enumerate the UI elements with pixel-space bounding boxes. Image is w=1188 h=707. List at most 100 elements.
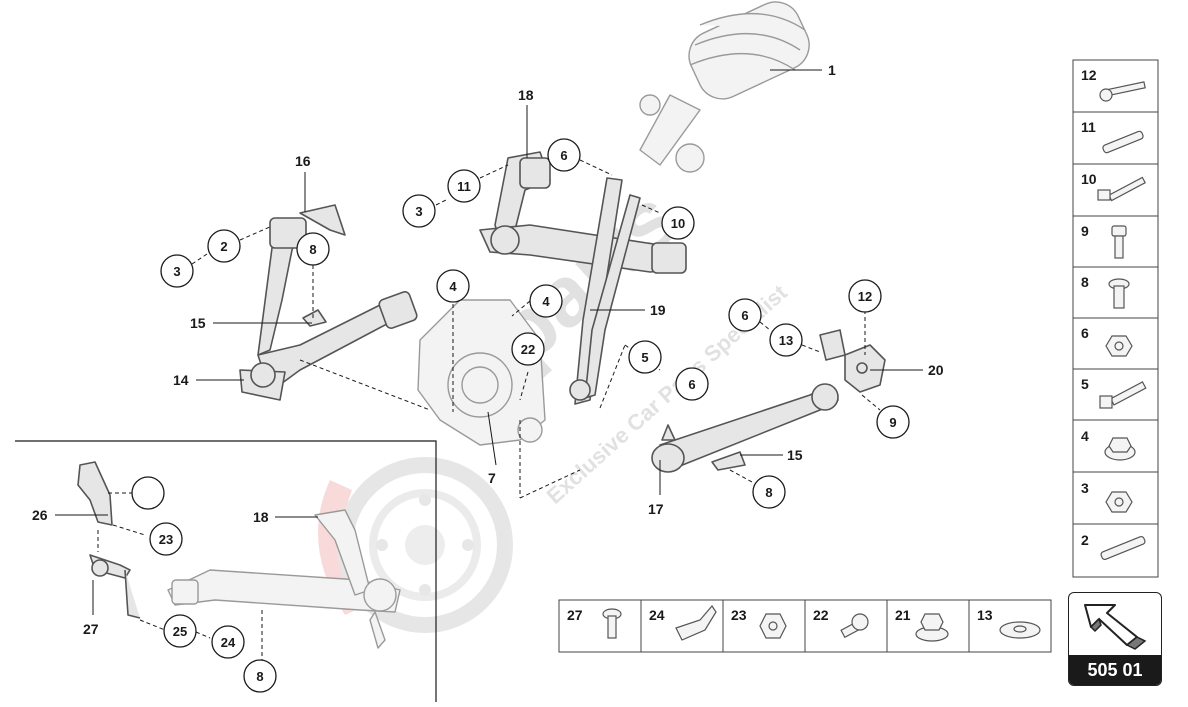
svg-text:5: 5	[1081, 376, 1089, 392]
svg-text:4: 4	[449, 279, 457, 294]
upper-control-arm-part[interactable]	[479, 151, 687, 274]
svg-text:6: 6	[741, 308, 748, 323]
flange-bolt-icon	[1108, 278, 1130, 309]
label-15[interactable]: 15	[190, 315, 206, 331]
inset-control-arm-part[interactable]	[167, 509, 401, 649]
plate-part[interactable]	[819, 329, 846, 361]
sleeve-bolt-icon	[1102, 130, 1144, 154]
callout-circle-8[interactable]: 8	[752, 475, 786, 509]
hardware-cell-2[interactable]: 2	[1081, 532, 1146, 561]
washer-icon	[999, 621, 1041, 639]
clip-part[interactable]	[299, 204, 346, 236]
hardware-cell-6[interactable]: 6	[1081, 325, 1133, 357]
svg-text:8: 8	[1081, 274, 1089, 290]
callout-circle-24[interactable]: 25	[163, 614, 197, 648]
svg-text:2: 2	[220, 239, 227, 254]
leader-lines	[55, 69, 923, 615]
svg-text:27: 27	[567, 607, 583, 623]
label-18[interactable]: 18	[253, 509, 269, 525]
callout-circle-2[interactable]: 2	[207, 229, 241, 263]
flange-nut-icon	[1104, 437, 1136, 461]
svg-text:2: 2	[1081, 532, 1089, 548]
svg-text:6: 6	[1081, 325, 1089, 341]
knuckle-part[interactable]	[417, 299, 546, 446]
stud-icon	[1100, 535, 1146, 561]
callout-circle-6[interactable]: 6	[728, 298, 762, 332]
callout-circle-3[interactable]: 3	[160, 254, 194, 288]
label-1[interactable]: 1	[828, 62, 836, 78]
callout-circle-11[interactable]: 11	[447, 169, 481, 203]
callout-circle-6[interactable]: 6	[547, 138, 581, 172]
hex-bolt-icon	[1099, 381, 1147, 409]
hardware-cell-12[interactable]: 12	[1081, 67, 1146, 102]
reference-box[interactable]: 505 01	[1068, 592, 1162, 686]
label-7[interactable]: 7	[488, 470, 496, 486]
callout-circle-23[interactable]: 24	[211, 625, 245, 659]
hardware-cell-22[interactable]: 22	[813, 607, 869, 639]
hex-nut-icon	[1105, 335, 1133, 357]
screw-icon	[602, 608, 622, 639]
label-19[interactable]: 19	[650, 302, 666, 318]
svg-text:11: 11	[457, 179, 471, 194]
lock-nut-icon	[1105, 491, 1133, 513]
callout-circle-3[interactable]: 3	[402, 194, 436, 228]
level-sensor-part[interactable]	[77, 461, 141, 619]
callout-circle-22[interactable]: 23	[149, 522, 183, 556]
flange-nut-icon	[915, 613, 949, 642]
link-rod-part[interactable]	[569, 177, 641, 405]
callout-circle-13[interactable]: 13	[769, 323, 803, 357]
svg-text:6: 6	[560, 148, 567, 163]
callout-circle-9[interactable]: 9	[876, 405, 910, 439]
svg-text:10: 10	[671, 216, 685, 231]
callout-circle-21[interactable]: 22	[511, 332, 545, 366]
label-15[interactable]: 15	[787, 447, 803, 463]
label-26[interactable]: 27	[83, 621, 99, 637]
callout-circle-10[interactable]: 10	[661, 206, 695, 240]
svg-text:10: 10	[1081, 171, 1097, 187]
hardware-cell-4[interactable]: 4	[1081, 428, 1136, 461]
clip-part-left[interactable]	[302, 309, 327, 327]
hardware-cell-11[interactable]: 11	[1081, 119, 1144, 154]
callout-circle-5[interactable]: 5	[628, 340, 662, 374]
hardware-cell-27[interactable]: 27	[567, 607, 622, 639]
callout-circle-4[interactable]: 4	[529, 284, 563, 318]
short-bolt-icon	[1111, 225, 1127, 259]
callout-circle-27[interactable]	[131, 476, 165, 510]
label-16[interactable]: 16	[295, 153, 311, 169]
hardware-cell-21[interactable]: 21	[895, 607, 949, 642]
callout-circle-8[interactable]: 8	[243, 659, 277, 693]
callout-circle-8[interactable]: 8	[296, 232, 330, 266]
reference-number: 505 01	[1069, 655, 1161, 685]
callout-circle-6[interactable]: 6	[675, 367, 709, 401]
svg-text:8: 8	[309, 242, 316, 257]
clip-part-right[interactable]	[711, 451, 746, 471]
hardware-cell-3[interactable]: 3	[1081, 480, 1133, 513]
label-18[interactable]: 18	[518, 87, 534, 103]
callout-circle-4[interactable]: 4	[436, 269, 470, 303]
label-25[interactable]: 26	[32, 507, 48, 523]
socket-screw-icon	[840, 613, 869, 639]
shock-absorber-part[interactable]	[639, 0, 817, 173]
label-17[interactable]: 17	[648, 501, 664, 517]
svg-text:12: 12	[858, 289, 872, 304]
svg-text:8: 8	[765, 485, 772, 500]
label-14[interactable]: 14	[173, 372, 189, 388]
bracket-icon	[675, 605, 717, 641]
tie-rod-part[interactable]	[651, 383, 839, 473]
hardware-cell-24[interactable]: 24	[649, 605, 717, 641]
svg-text:8: 8	[256, 669, 263, 684]
svg-text:23: 23	[159, 532, 173, 547]
hardware-cell-23[interactable]: 23	[731, 607, 787, 639]
hardware-cell-13[interactable]: 13	[977, 607, 1041, 639]
callout-circle-12[interactable]: 12	[848, 279, 882, 313]
hardware-cell-5[interactable]: 5	[1081, 376, 1147, 409]
svg-text:24: 24	[221, 635, 236, 650]
hardware-cell-9[interactable]: 9	[1081, 223, 1127, 259]
bracket-part[interactable]	[844, 344, 886, 393]
hardware-cell-8[interactable]: 8	[1081, 274, 1130, 309]
hardware-cell-10[interactable]: 10	[1081, 171, 1146, 202]
svg-text:22: 22	[813, 607, 829, 623]
label-20[interactable]: 20	[928, 362, 944, 378]
svg-text:4: 4	[542, 294, 550, 309]
